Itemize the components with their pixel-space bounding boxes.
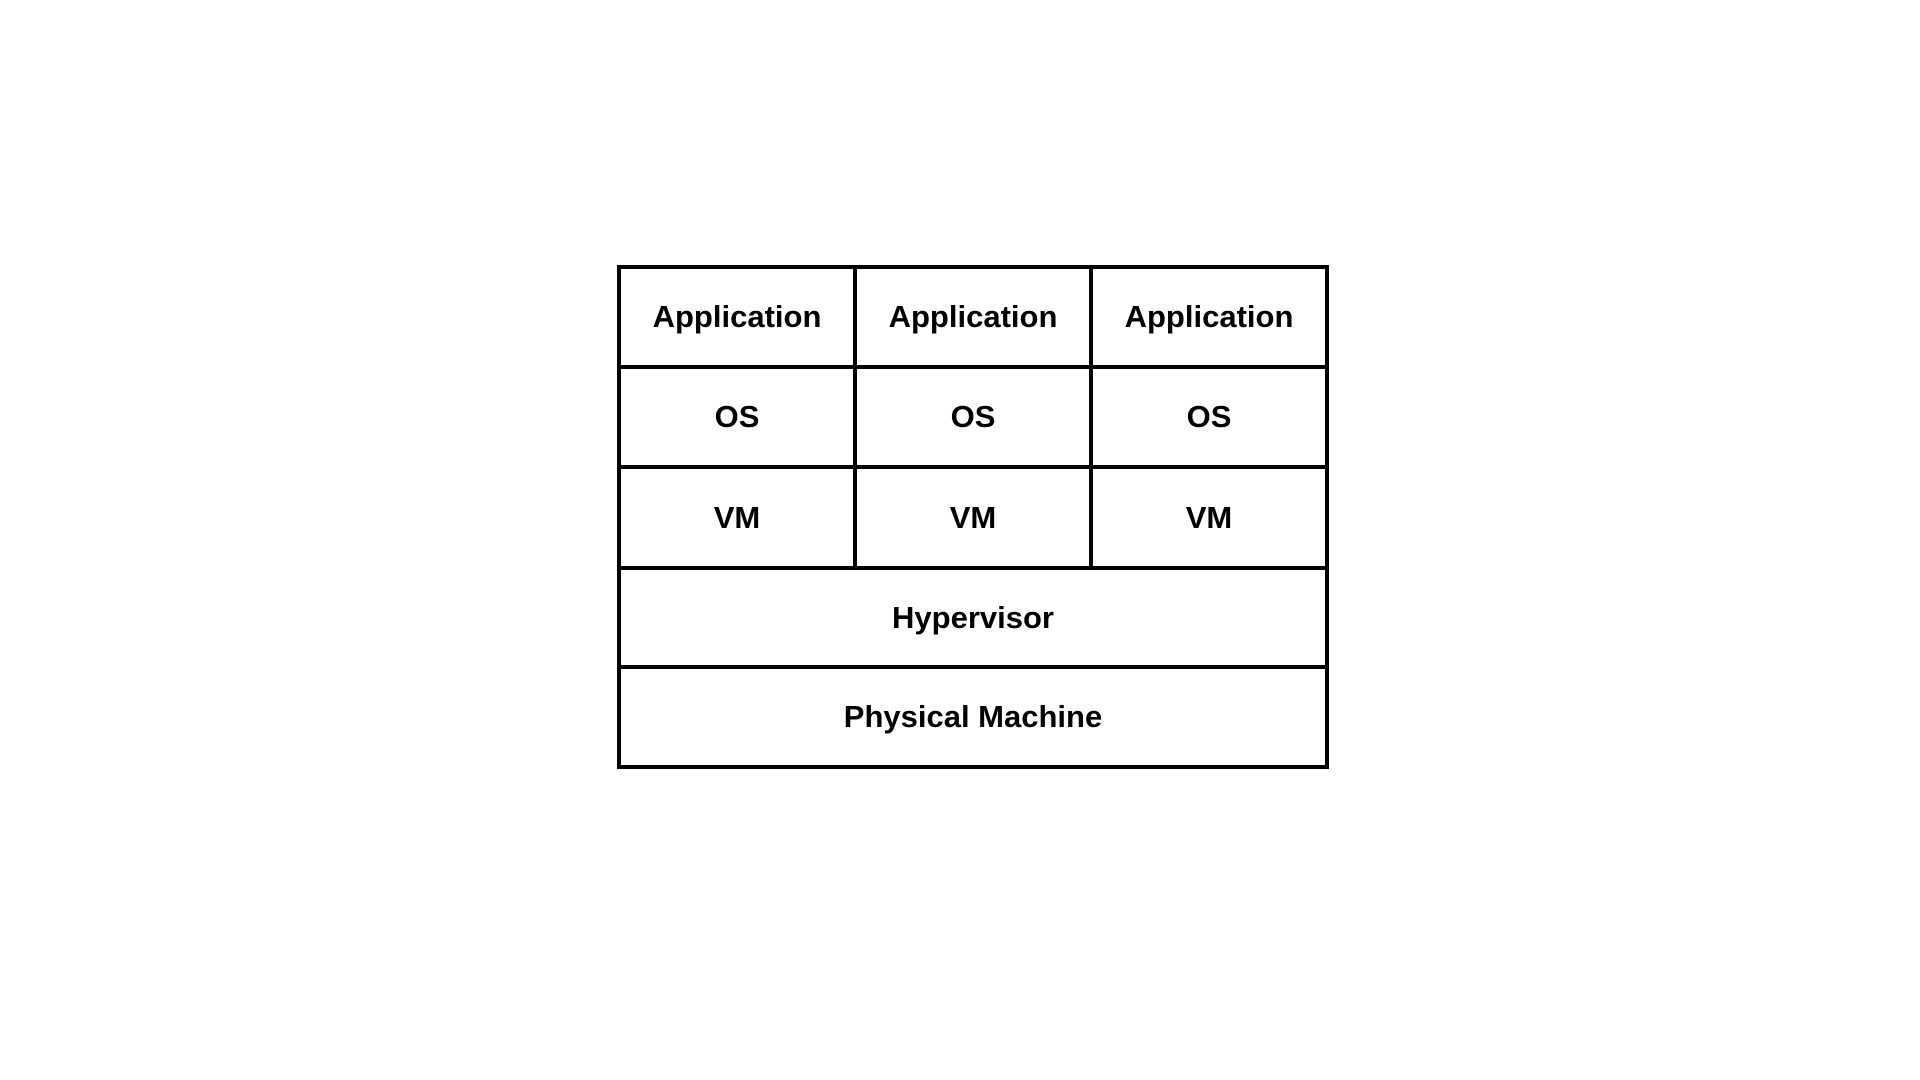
os-box-1: OS <box>617 365 857 469</box>
application-label-1: Application <box>652 299 822 334</box>
os-label-2: OS <box>950 399 996 434</box>
vm-label-2: VM <box>949 499 997 535</box>
application-box-3: Application <box>1089 265 1329 369</box>
os-label-3: OS <box>1186 399 1232 434</box>
application-box-2: Application <box>853 265 1093 369</box>
os-label-1: OS <box>714 399 760 434</box>
physical-machine-box: Physical Machine <box>617 665 1329 769</box>
hypervisor-label: Hypervisor <box>892 599 1054 635</box>
os-box-2: OS <box>853 365 1093 469</box>
vm-box-1: VM <box>617 465 857 570</box>
application-label-2: Application <box>888 299 1058 334</box>
application-box-1: Application <box>617 265 857 369</box>
vm-box-2: VM <box>853 465 1093 570</box>
physical-machine-label: Physical Machine <box>843 699 1103 734</box>
application-label-3: Application <box>1124 299 1294 334</box>
hypervisor-box: Hypervisor <box>617 566 1329 669</box>
vm-box-3: VM <box>1089 465 1329 570</box>
vm-label-1: VM <box>713 499 761 535</box>
vm-label-3: VM <box>1185 499 1233 535</box>
os-box-3: OS <box>1089 365 1329 469</box>
